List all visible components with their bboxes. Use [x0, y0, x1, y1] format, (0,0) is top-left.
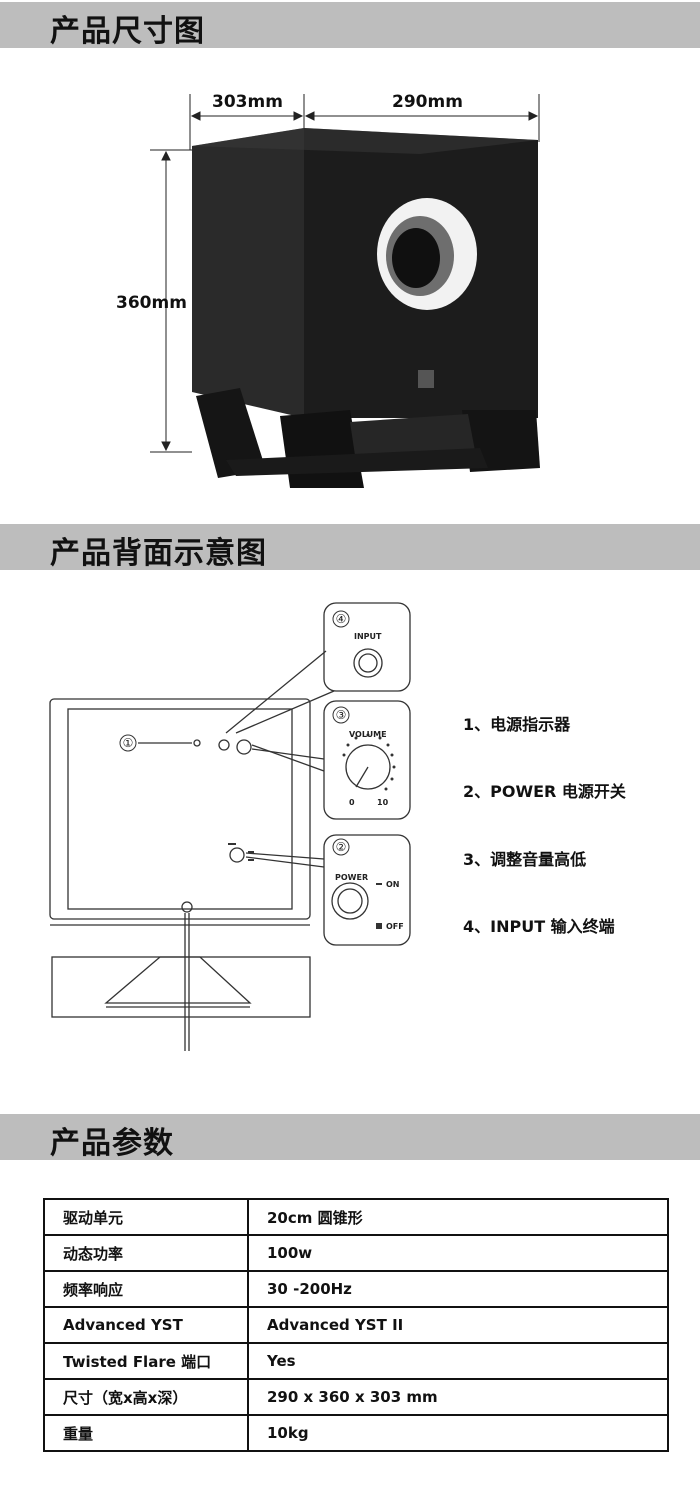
- spec-value: 290 x 360 x 303 mm: [247, 1378, 669, 1416]
- subwoofer-product-image: [150, 94, 540, 488]
- dimension-width: 290mm: [392, 92, 463, 112]
- section-title: 产品背面示意图: [50, 536, 267, 571]
- spec-key: 尺寸（宽x高x深）: [43, 1378, 249, 1416]
- callout-2: ②: [336, 840, 347, 854]
- section-title: 产品尺寸图: [50, 14, 205, 49]
- legend-item: 3、调整音量高低: [463, 850, 587, 869]
- volume-max: 10: [377, 798, 389, 807]
- spec-value: 100w: [247, 1234, 669, 1272]
- legend-item: 1、电源指示器: [463, 715, 571, 734]
- table-row: 重量 10kg: [43, 1414, 669, 1452]
- spec-key: 频率响应: [43, 1270, 249, 1308]
- spec-key: 重量: [43, 1414, 249, 1452]
- spec-value: 20cm 圆锥形: [247, 1198, 669, 1236]
- spec-key: Advanced YST: [43, 1306, 249, 1344]
- rear-panel-diagram: ① ② ③ ④ INPUT VOLUME 0 10 POWER ON OFF: [49, 602, 411, 1051]
- spec-key: 驱动单元: [43, 1198, 249, 1236]
- input-label: INPUT: [354, 632, 382, 641]
- spec-value: 10kg: [247, 1414, 669, 1452]
- volume-min: 0: [349, 798, 355, 807]
- table-row: 动态功率 100w: [43, 1234, 669, 1272]
- section-header-dimensions: 产品尺寸图: [0, 2, 700, 49]
- table-row: Twisted Flare 端口 Yes: [43, 1342, 669, 1380]
- table-row: 尺寸（宽x高x深） 290 x 360 x 303 mm: [43, 1378, 669, 1416]
- dimension-depth: 303mm: [212, 92, 283, 112]
- dimension-height: 360mm: [116, 293, 187, 313]
- section-title: 产品参数: [50, 1126, 174, 1161]
- spec-value: Advanced YST II: [247, 1306, 669, 1344]
- on-label: ON: [386, 880, 400, 889]
- section-header-rear: 产品背面示意图: [0, 524, 700, 571]
- spec-key: Twisted Flare 端口: [43, 1342, 249, 1380]
- spec-value: Yes: [247, 1342, 669, 1380]
- spec-value: 30 -200Hz: [247, 1270, 669, 1308]
- spec-table: 驱动单元 20cm 圆锥形 动态功率 100w 频率响应 30 -200Hz A…: [43, 1198, 669, 1452]
- callout-3: ③: [336, 708, 347, 722]
- power-label: POWER: [335, 873, 368, 882]
- table-row: 驱动单元 20cm 圆锥形: [43, 1198, 669, 1236]
- legend-item: 4、INPUT 输入终端: [463, 917, 615, 936]
- table-row: 频率响应 30 -200Hz: [43, 1270, 669, 1308]
- section-header-params: 产品参数: [0, 1114, 700, 1161]
- callout-1: ①: [123, 736, 134, 750]
- volume-label: VOLUME: [349, 730, 387, 739]
- spec-key: 动态功率: [43, 1234, 249, 1272]
- callout-4: ④: [336, 612, 347, 626]
- table-row: Advanced YST Advanced YST II: [43, 1306, 669, 1344]
- legend-item: 2、POWER 电源开关: [463, 782, 626, 801]
- off-label: OFF: [386, 922, 404, 931]
